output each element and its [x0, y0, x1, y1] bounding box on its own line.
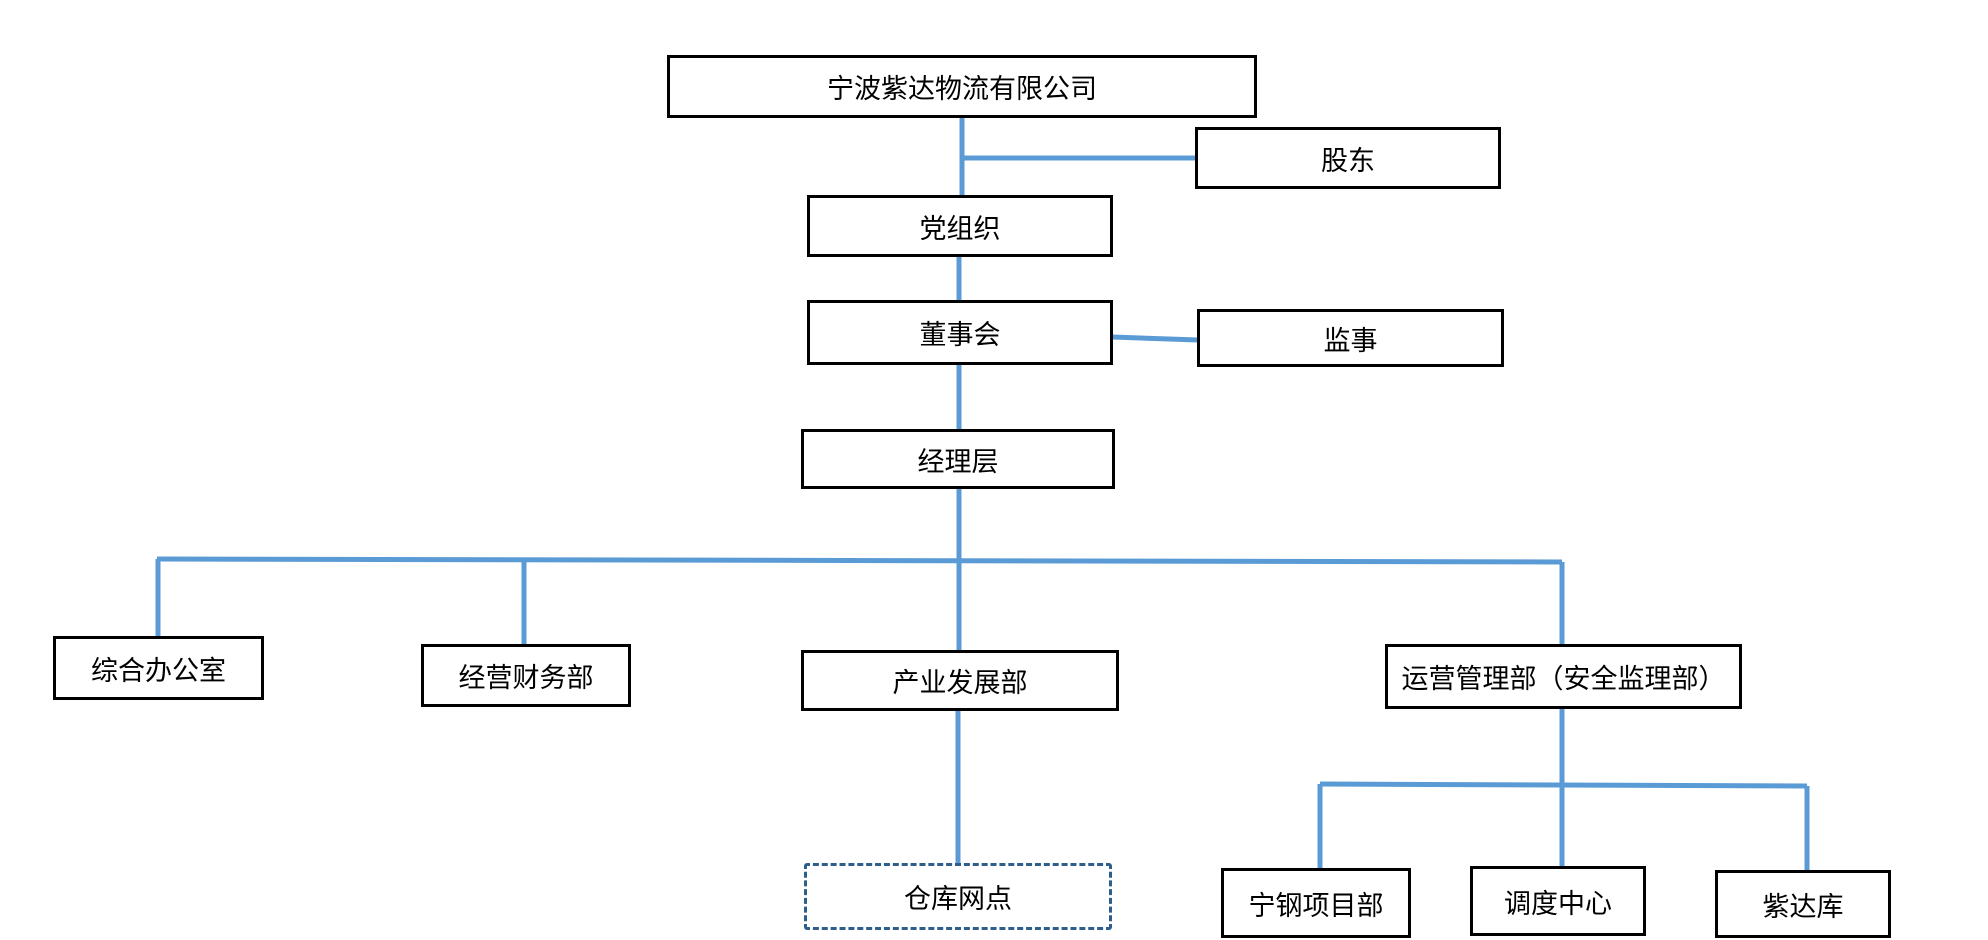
node-shareholders: 股东	[1195, 127, 1501, 189]
node-party: 党组织	[807, 195, 1113, 257]
node-zida-warehouse: 紫达库	[1715, 870, 1891, 938]
node-dispatch-center: 调度中心	[1470, 866, 1646, 936]
connector-department-bus	[156, 556, 1563, 565]
node-board: 董事会	[807, 300, 1113, 365]
connector-board-supervisor	[1111, 334, 1199, 343]
node-operations: 运营管理部（安全监理部）	[1385, 644, 1742, 709]
node-warehouse-network: 仓库网点	[804, 863, 1112, 930]
node-general-office: 综合办公室	[53, 636, 264, 700]
node-company: 宁波紫达物流有限公司	[667, 55, 1257, 118]
node-management: 经理层	[801, 429, 1115, 489]
node-ningsteel-project: 宁钢项目部	[1221, 868, 1411, 938]
node-finance: 经营财务部	[421, 644, 631, 707]
node-supervisor: 监事	[1197, 309, 1504, 367]
node-industry-dev: 产业发展部	[801, 650, 1119, 711]
connector-subunit-bus	[1319, 781, 1808, 789]
